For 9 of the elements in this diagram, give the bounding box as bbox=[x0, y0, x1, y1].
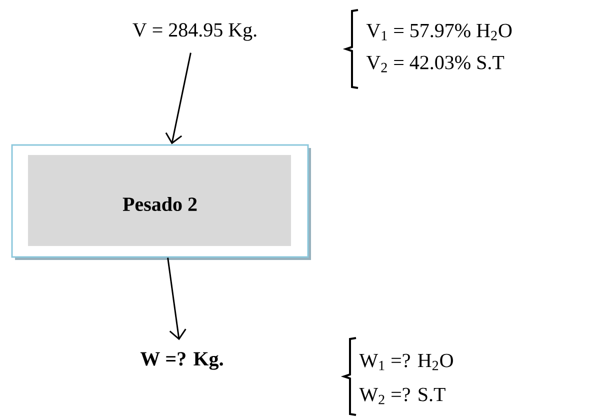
composition-label: V$_{1}$ = 57.97% H$_{2}$O bbox=[366, 24, 512, 40]
composition-label: W$_{1}$ =? H$_{2}$O bbox=[359, 354, 453, 370]
flow-label: V = 284.95 Kg. bbox=[132, 23, 256, 41]
composition-label: V$_{2}$ = 42.03% S.T bbox=[366, 56, 504, 72]
arrow bbox=[165, 52, 192, 144]
arrow bbox=[167, 258, 186, 340]
composition-label: W$_{2}$ =? S.T bbox=[359, 388, 446, 404]
flow-label: W =? Kg. bbox=[140, 352, 223, 370]
process-box: Pesado 2 bbox=[11, 144, 311, 260]
